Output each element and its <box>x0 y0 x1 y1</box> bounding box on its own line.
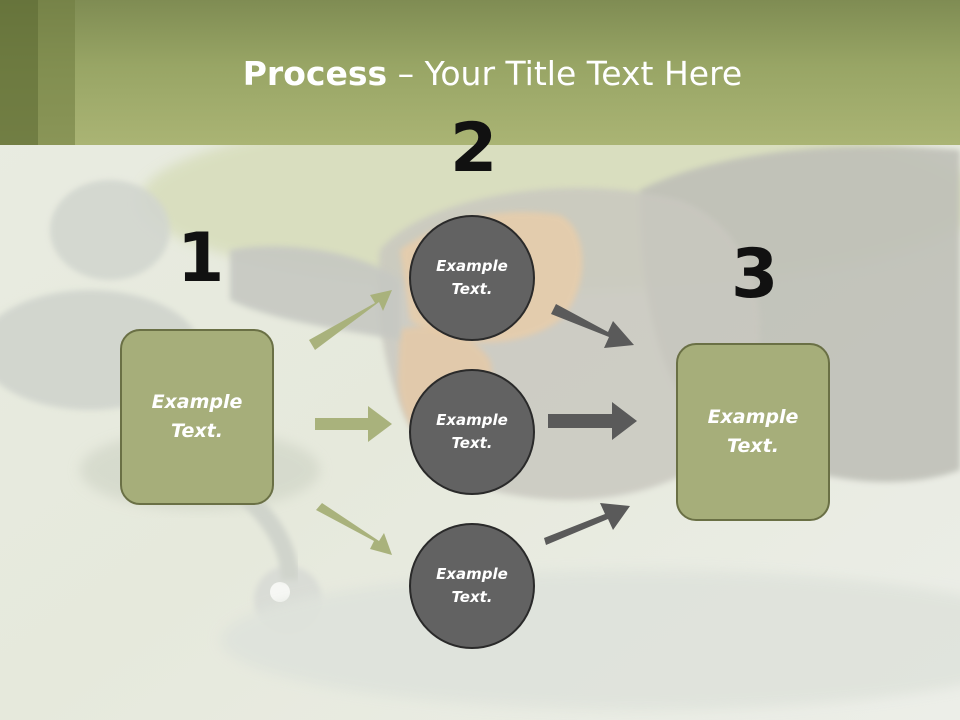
dark-arrow-up <box>544 503 630 545</box>
header-band <box>0 0 960 145</box>
step-number-1: 1 <box>177 219 225 298</box>
title-bold: Process <box>242 54 388 93</box>
step2-circle-label: Example Text. <box>436 257 508 298</box>
slide-title: Process – Your Title Text Here <box>0 52 960 96</box>
dark-arrow-down <box>551 304 634 348</box>
step1-label: Example Text. <box>151 391 243 442</box>
step2-circle-label: Example Text. <box>436 565 508 606</box>
step3-box: Example Text. <box>676 343 830 521</box>
header-accent-bar <box>38 0 75 145</box>
step3-label: Example Text. <box>707 406 799 457</box>
step2-circle-label: Example Text. <box>436 411 508 452</box>
step2-circle-bottom: Example Text. <box>409 523 535 649</box>
title-rest: – Your Title Text Here <box>387 54 743 93</box>
step2-circle-middle: Example Text. <box>409 369 535 495</box>
step2-circle-top: Example Text. <box>409 215 535 341</box>
step1-box: Example Text. <box>120 329 274 505</box>
step-number-3: 3 <box>731 235 779 314</box>
step-number-2: 2 <box>450 109 498 188</box>
dark-arrow-right <box>548 402 637 440</box>
green-arrow-up <box>309 290 392 350</box>
green-arrow-down <box>316 503 392 555</box>
green-arrow-right <box>315 406 392 442</box>
header-accent-bar <box>0 0 38 145</box>
